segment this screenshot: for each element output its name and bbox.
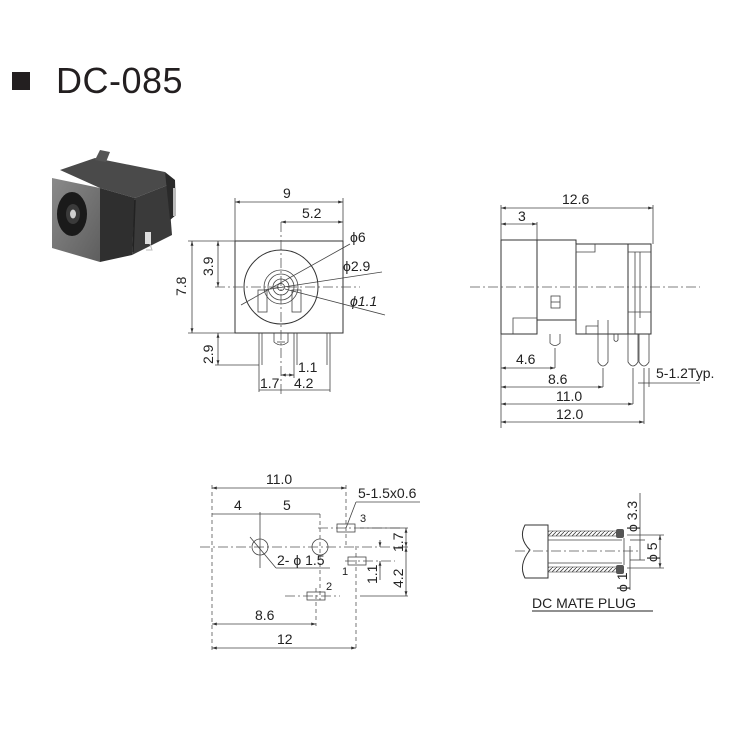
- dim-dia-inner: ϕ1.1: [350, 293, 377, 309]
- pcb-dim-8-6: 8.6: [255, 607, 275, 623]
- pcb-dim-4-2: 4.2: [390, 568, 406, 588]
- plug-caption: DC MATE PLUG: [532, 595, 636, 611]
- dim-8-6: 8.6: [548, 371, 568, 387]
- pcb-pin-3: 3: [360, 513, 366, 525]
- dim-center-offset: 5.2: [302, 205, 322, 221]
- pcb-width: 11.0: [266, 471, 292, 487]
- pcb-dim-4: 4: [234, 497, 242, 513]
- dim-11-0: 11.0: [556, 388, 582, 404]
- pcb-pin-2: 2: [326, 581, 332, 593]
- plug-dia-5: ϕ 5: [644, 542, 660, 562]
- pcb-holes: 2- ϕ 1.5: [277, 552, 325, 568]
- pcb-dim-12: 12: [277, 631, 293, 647]
- dim-pin-gap-1: 1.1: [298, 359, 318, 375]
- pcb-dim-5: 5: [283, 497, 291, 513]
- pcb-dim-1-1: 1.1: [364, 564, 380, 584]
- dim-pin-gap-3: 4.2: [294, 375, 314, 391]
- pcb-pin-1: 1: [342, 566, 348, 578]
- dim-pin-gap-2: 1.7: [260, 375, 280, 391]
- dim-12-0: 12.0: [556, 406, 583, 422]
- dim-height: 7.8: [173, 276, 189, 296]
- model-name: DC-085: [56, 60, 184, 101]
- side-view: 12.6 3 4.6 8.6 11.0 12.0 5-1.2Typ.: [470, 191, 714, 428]
- dim-center-height: 3.9: [200, 256, 216, 276]
- product-render: [52, 150, 176, 262]
- pcb-dim-1-7: 1.7: [390, 532, 406, 552]
- bullet-square-icon: [12, 72, 30, 90]
- dim-length: 12.6: [562, 191, 589, 207]
- dim-dia-pin: ϕ2.9: [343, 258, 371, 274]
- dim-width: 9: [283, 185, 291, 201]
- mate-plug: ϕ 5 ϕ 3.3 ϕ 1 DC MATE PLUG: [515, 493, 664, 612]
- page-title: DC-085: [12, 60, 183, 102]
- pcb-layout: 11.0 4 5 2- ϕ 1.5 5-1.5x0.6 3 1 2 1.7: [200, 471, 420, 650]
- plug-dia-3-3: ϕ 3.3: [624, 501, 640, 532]
- pcb-slot-spec: 5-1.5x0.6: [358, 485, 417, 501]
- dim-pin-length: 2.9: [200, 344, 216, 364]
- dim-dia-outer: ϕ6: [350, 229, 366, 245]
- dim-front-part: 3: [518, 208, 526, 224]
- plug-dia-1: ϕ 1: [614, 572, 630, 592]
- front-view: 9 5.2 7.8 3.9 ϕ6 ϕ2.9 ϕ1.1 2.9 1.1 1.7 4…: [173, 185, 386, 395]
- dim-4-6: 4.6: [516, 351, 536, 367]
- dim-pin-width: 5-1.2Typ.: [656, 365, 714, 381]
